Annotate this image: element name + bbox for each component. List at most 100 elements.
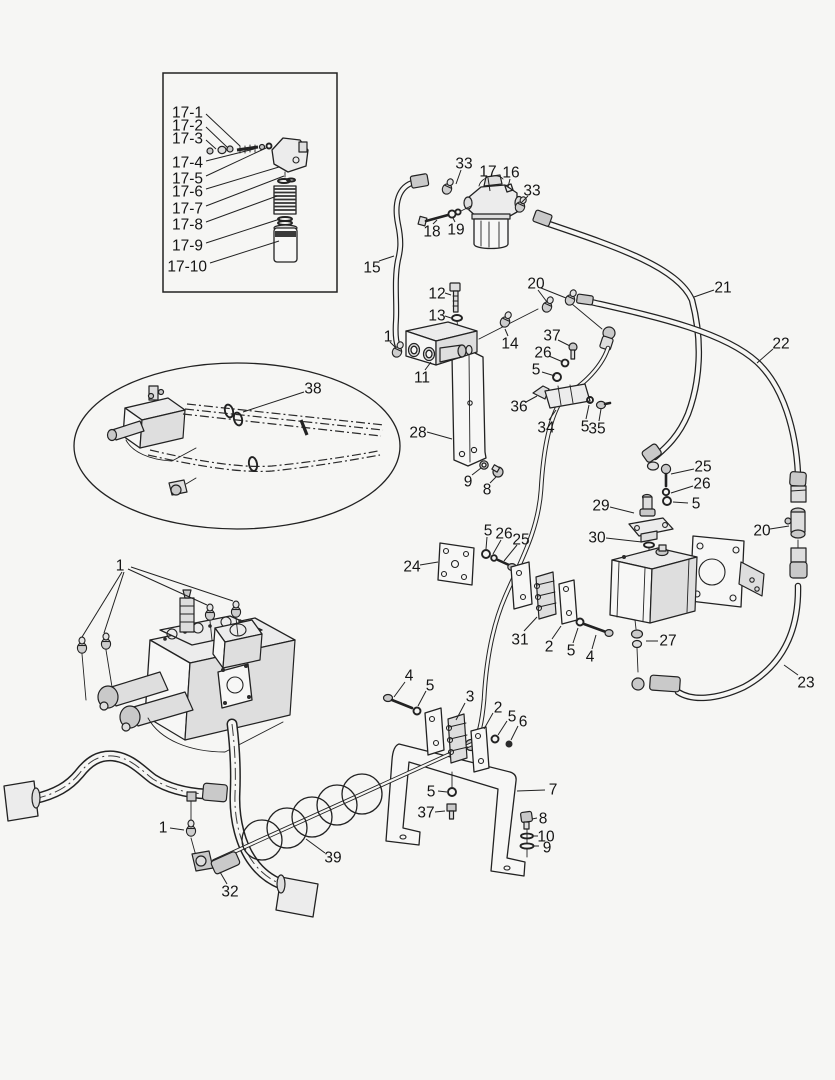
- leader-line-30: [605, 537, 643, 543]
- leader-line-5: [437, 790, 448, 793]
- callout-5: 5: [567, 642, 576, 659]
- callout-17: 17: [479, 163, 496, 180]
- hose-22: [587, 298, 802, 478]
- leader-line-19: [452, 217, 456, 223]
- adapter-33-left: [440, 176, 457, 197]
- callout-32: 32: [221, 883, 238, 900]
- filter-assembly: [392, 173, 553, 350]
- hose-23: [674, 582, 802, 702]
- callout-18: 18: [423, 223, 440, 240]
- bolt-12: [449, 282, 461, 292]
- plate-2: [470, 726, 490, 773]
- callout-9: 9: [464, 473, 473, 490]
- clamp-31-group: [510, 561, 614, 637]
- callout-17-9: 17-9: [172, 237, 203, 254]
- callout-17-4: 17-4: [172, 154, 203, 171]
- callout-3: 3: [466, 688, 475, 705]
- callout-22: 22: [772, 335, 789, 352]
- callout-1: 1: [116, 557, 125, 574]
- leader-line-37: [434, 810, 446, 813]
- plate-24-group: [437, 542, 517, 586]
- leader-line-2: [551, 625, 562, 640]
- leader-line-24: [419, 561, 439, 566]
- relief-valve: [179, 597, 195, 633]
- leader-line-5: [672, 501, 689, 504]
- clamp-3-group: [382, 693, 513, 773]
- callout-8: 8: [483, 481, 492, 498]
- leader-line-5: [417, 690, 427, 707]
- callout-17-10: 17-10: [167, 258, 207, 275]
- leader-line-2: [483, 712, 494, 730]
- leader-line-35: [598, 408, 602, 422]
- callout-10: 10: [537, 828, 555, 845]
- plate-24: [437, 542, 475, 586]
- leader-line-8: [489, 476, 497, 484]
- callout-17-2: 17-2: [172, 117, 203, 134]
- leader-line-31: [523, 616, 538, 632]
- clamp-34: [544, 383, 591, 409]
- leader-line-26: [548, 355, 564, 363]
- leader-line-17-3: [205, 139, 217, 150]
- callout-5: 5: [532, 361, 541, 378]
- leader-line-33: [455, 169, 462, 185]
- callout-24: 24: [403, 558, 421, 575]
- callout-29: 29: [592, 497, 609, 514]
- screw-37: [446, 803, 457, 812]
- leader-line-21: [693, 289, 715, 298]
- leader-line-25: [670, 468, 695, 475]
- spiral-wrap-39: [241, 819, 283, 861]
- o-ring-38: [223, 403, 235, 419]
- suction-pipes: [3, 718, 319, 918]
- hose-32-with-spiral-39: [191, 742, 474, 875]
- leader-line-1: [169, 827, 185, 831]
- leader-line-1: [127, 568, 208, 606]
- leader-line-25: [503, 544, 518, 562]
- bolt-35: [595, 400, 607, 410]
- callout-17-3: 17-3: [172, 130, 203, 147]
- callout-23: 23: [797, 674, 814, 691]
- leader-line-17-2: [205, 126, 229, 149]
- leader-line-20: [537, 289, 548, 303]
- o-ring-30: [643, 541, 655, 549]
- leader-line-1: [81, 571, 123, 638]
- callout-16: 16: [502, 164, 519, 181]
- leader-line-26: [670, 485, 694, 494]
- leader-line-18: [432, 219, 438, 225]
- leader-line-38: [242, 391, 305, 413]
- callout-17-1: 17-1: [172, 104, 203, 121]
- callout-17-6: 17-6: [172, 183, 203, 200]
- leader-line-4: [393, 681, 406, 698]
- leader-line-17-10: [209, 240, 280, 264]
- clamp-36-34-group: [532, 342, 612, 410]
- callout-4: 4: [586, 648, 595, 665]
- leader-line-5: [541, 371, 556, 377]
- inset-filter-exploded: [162, 72, 338, 293]
- leader-line-29: [609, 506, 635, 514]
- callout-37: 37: [543, 327, 560, 344]
- adapter-1: [230, 600, 242, 618]
- bolt-4: [582, 622, 608, 634]
- leader-line-32: [219, 871, 228, 885]
- bolt-25: [660, 463, 672, 475]
- leader-line-22: [756, 348, 774, 364]
- callout-2: 2: [494, 699, 503, 716]
- callout-25: 25: [512, 531, 529, 548]
- leader-line-9: [471, 467, 482, 476]
- callout-6: 6: [519, 713, 528, 730]
- callout-21: 21: [714, 279, 731, 296]
- adapter-1: [185, 819, 197, 837]
- hose-21-end-fitting: [532, 209, 553, 227]
- leader-line-16: [507, 178, 511, 188]
- callout-4: 4: [405, 667, 414, 684]
- callout-26: 26: [495, 525, 512, 542]
- leader-line-28: [426, 431, 453, 440]
- callout-1: 1: [159, 819, 168, 836]
- plate-2: [558, 579, 578, 625]
- fittings-20-14: [478, 287, 594, 340]
- adapter-14: [498, 309, 515, 330]
- callout-27: 27: [659, 632, 676, 649]
- leader-line-8: [531, 817, 538, 820]
- leader-line-33: [520, 195, 529, 204]
- adapter-1: [204, 603, 216, 621]
- washer-10: [520, 832, 534, 840]
